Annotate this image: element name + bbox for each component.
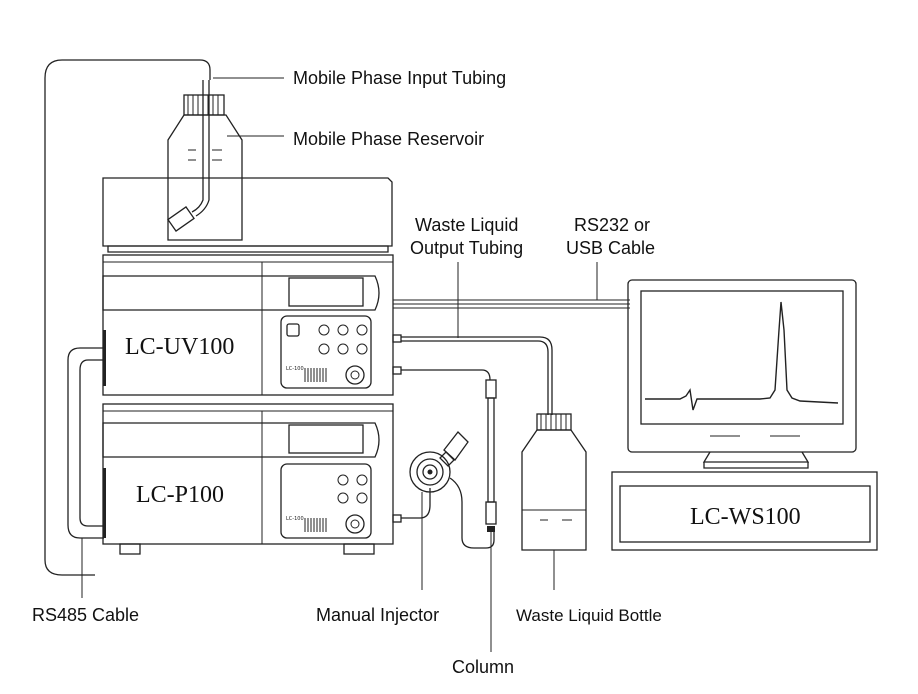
workstation-label: LC-WS100 <box>690 504 801 530</box>
chromatogram-trace <box>645 301 839 411</box>
column-label: Column <box>452 657 514 677</box>
manual-injector-label: Manual Injector <box>316 605 439 625</box>
pump-panel-model: LC-100 <box>286 516 304 522</box>
pump-power-button[interactable] <box>345 514 365 534</box>
pump-unit: LC-100 LC-P100 <box>102 403 394 555</box>
leader-lines <box>81 77 598 652</box>
detector-column-tubing <box>392 366 491 381</box>
vent-grille <box>304 518 327 532</box>
uv-detector-label: LC-UV100 <box>125 334 234 360</box>
waste-liquid-bottle-label: Waste Liquid Bottle <box>516 606 662 625</box>
manual-injector <box>409 431 469 493</box>
mobile-phase-input-tubing-label: Mobile Phase Input Tubing <box>293 68 506 88</box>
rs232-usb-cable <box>393 299 630 309</box>
solvent-tray <box>102 177 393 253</box>
waste-liquid-bottle <box>521 413 587 551</box>
rs232-label-1: RS232 or <box>574 215 650 235</box>
rs485-cable-label: RS485 Cable <box>32 605 139 625</box>
pump-label: LC-P100 <box>136 482 224 508</box>
uv-power-button[interactable] <box>345 365 365 385</box>
rs232-label-2: USB Cable <box>566 238 655 258</box>
uv-detector-unit: LC-100 LC-UV100 <box>102 254 394 396</box>
rs485-cable <box>44 59 211 576</box>
mobile-phase-reservoir <box>167 80 243 241</box>
waste-tubing <box>392 334 553 415</box>
monitor <box>627 279 857 469</box>
injector-tubing <box>392 477 495 549</box>
vent-grille <box>304 368 327 382</box>
workstation: LC-WS100 <box>611 471 878 551</box>
mobile-phase-reservoir-label: Mobile Phase Reservoir <box>293 129 484 149</box>
waste-liquid-output-tubing-label-2: Output Tubing <box>410 238 523 258</box>
uv-panel-model: LC-100 <box>286 366 304 372</box>
waste-liquid-output-tubing-label-1: Waste Liquid <box>415 215 518 235</box>
column <box>485 379 497 532</box>
